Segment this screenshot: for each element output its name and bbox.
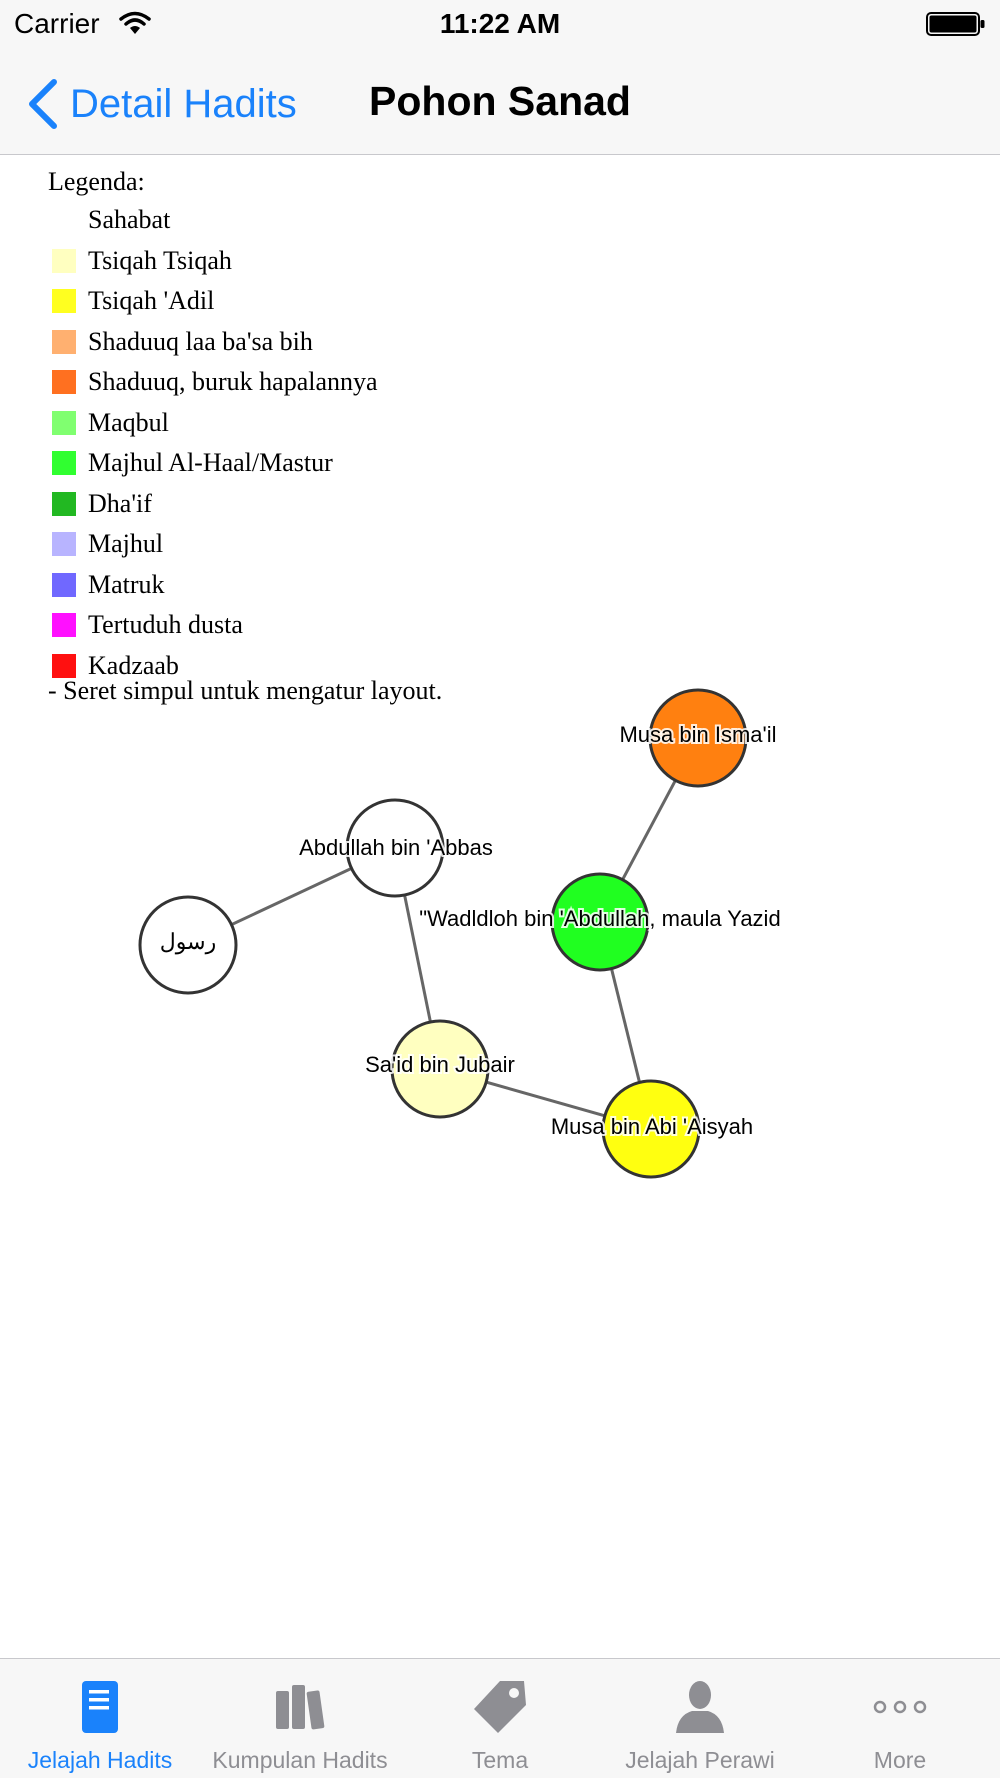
legend-item: Tertuduh dusta	[48, 605, 378, 646]
graph-node-label: Musa bin Abi 'Aisyah	[551, 1114, 753, 1139]
graph-node-musa-abi[interactable]: Musa bin Abi 'Aisyah	[549, 1079, 755, 1179]
chevron-left-icon	[29, 79, 57, 129]
legend-swatch	[52, 410, 76, 435]
graph-node-label: Musa bin Isma'il	[619, 722, 776, 747]
legend-item: Majhul Al-Haal/Mastur	[48, 443, 378, 484]
legend-note: - Seret simpul untuk mengatur layout.	[48, 676, 443, 705]
legend-item-label: Majhul	[88, 529, 164, 558]
graph-node-label: "Wadldloh bin 'Abdullah, maula Yazid	[419, 906, 780, 931]
legend-item-label: Tertuduh dusta	[88, 610, 243, 639]
navigation-bar: Detail Hadits Pohon Sanad	[0, 52, 1000, 155]
graph-node-label: رسول	[160, 929, 216, 955]
legend-item: Shaduuq laa ba'sa bih	[48, 322, 378, 363]
graph-node-musa-isma[interactable]: Musa bin Isma'il	[617, 688, 779, 788]
more-icon	[873, 1700, 927, 1714]
legend-item: Dha'if	[48, 484, 378, 525]
legend-swatch	[52, 451, 76, 475]
status-time: 11:22 AM	[439, 8, 561, 39]
legend-swatch	[52, 532, 76, 556]
tab-more[interactable]: More	[800, 1659, 1000, 1778]
back-button-label: Detail Hadits	[70, 81, 297, 126]
legend-item-label: Tsiqah 'Adil	[88, 286, 215, 315]
legend-swatch	[52, 370, 76, 394]
graph-node-wadldloh[interactable]: "Wadldloh bin 'Abdullah, maula Yazid	[417, 872, 783, 972]
legend-swatch	[52, 572, 76, 597]
tab-label: Jelajah Perawi	[625, 1747, 775, 1773]
legend-swatch	[52, 289, 76, 313]
legend-swatch	[52, 613, 76, 637]
tab-tema[interactable]: Tema	[400, 1659, 600, 1778]
legend-item: Tsiqah Tsiqah	[48, 241, 378, 282]
graph-node-circle[interactable]	[648, 688, 748, 788]
legend-swatch	[52, 491, 76, 516]
graph-node-label: Abdullah bin 'Abbas	[299, 835, 493, 860]
tab-label: Tema	[471, 1747, 529, 1773]
legend-swatch	[52, 248, 76, 273]
tab-jelajah-hadits[interactable]: Jelajah Hadits	[0, 1659, 200, 1778]
graph-node-abdullah[interactable]: Abdullah bin 'Abbas	[297, 798, 495, 898]
graph-node-label: Sa'id bin Jubair	[365, 1052, 515, 1077]
person-icon	[676, 1681, 724, 1733]
legend-item-label: Majhul Al-Haal/Mastur	[88, 448, 333, 477]
legend-item-label: Shaduuq, buruk hapalannya	[88, 367, 378, 396]
page-title: Pohon Sanad	[369, 78, 631, 124]
legend-item: Maqbul	[48, 403, 378, 444]
graph-node-circle[interactable]	[345, 798, 445, 898]
legend-item-label: Sahabat	[88, 205, 171, 234]
legend-item-label: Maqbul	[88, 407, 169, 437]
graph-node-circle[interactable]	[138, 895, 238, 995]
tab-label: More	[873, 1747, 927, 1773]
legend-item-label: Kadzaab	[88, 650, 179, 680]
legend-item: Sahabat	[48, 200, 378, 241]
legend-swatch	[52, 208, 76, 232]
tab-kumpulan-hadits[interactable]: Kumpulan Hadits	[200, 1659, 400, 1778]
graph-node-circle[interactable]	[550, 872, 650, 972]
graph-node-circle[interactable]	[390, 1019, 490, 1119]
book-icon	[82, 1681, 118, 1733]
legend-item: Shaduuq, buruk hapalannya	[48, 362, 378, 403]
wifi-icon	[119, 11, 151, 34]
graph-node-rasul[interactable]: رسول	[138, 895, 238, 995]
tab-label: Kumpulan Hadits	[212, 1747, 388, 1773]
legend-item: Majhul	[48, 524, 378, 565]
legend-item-label: Tsiqah Tsiqah	[88, 245, 232, 275]
back-button[interactable]: Detail Hadits	[26, 76, 297, 132]
legend-swatch	[52, 653, 76, 678]
legend-item-label: Dha'if	[88, 488, 152, 518]
tab-label: Jelajah Hadits	[27, 1747, 173, 1773]
books-icon	[276, 1685, 325, 1730]
legend-item: Matruk	[48, 565, 378, 606]
legend-item: Tsiqah 'Adil	[48, 281, 378, 322]
tab-bar: Jelajah Hadits Kumpulan Hadits Tema Jela…	[0, 1658, 1000, 1778]
legend-item: Kadzaab	[48, 646, 378, 687]
graph-node-circle[interactable]	[601, 1079, 701, 1179]
graph-node-said[interactable]: Sa'id bin Jubair	[363, 1019, 517, 1119]
tag-icon	[474, 1681, 526, 1733]
legend-item-label: Matruk	[88, 569, 165, 599]
legend-item-label: Shaduuq laa ba'sa bih	[88, 326, 313, 356]
tab-jelajah-perawi[interactable]: Jelajah Perawi	[600, 1659, 800, 1778]
battery-icon	[926, 12, 985, 36]
carrier-label: Carrier	[14, 8, 100, 39]
status-bar: Carrier 11:22 AM	[0, 0, 1000, 52]
legend-swatch	[52, 329, 76, 354]
legend-heading: Legenda:	[48, 167, 145, 196]
